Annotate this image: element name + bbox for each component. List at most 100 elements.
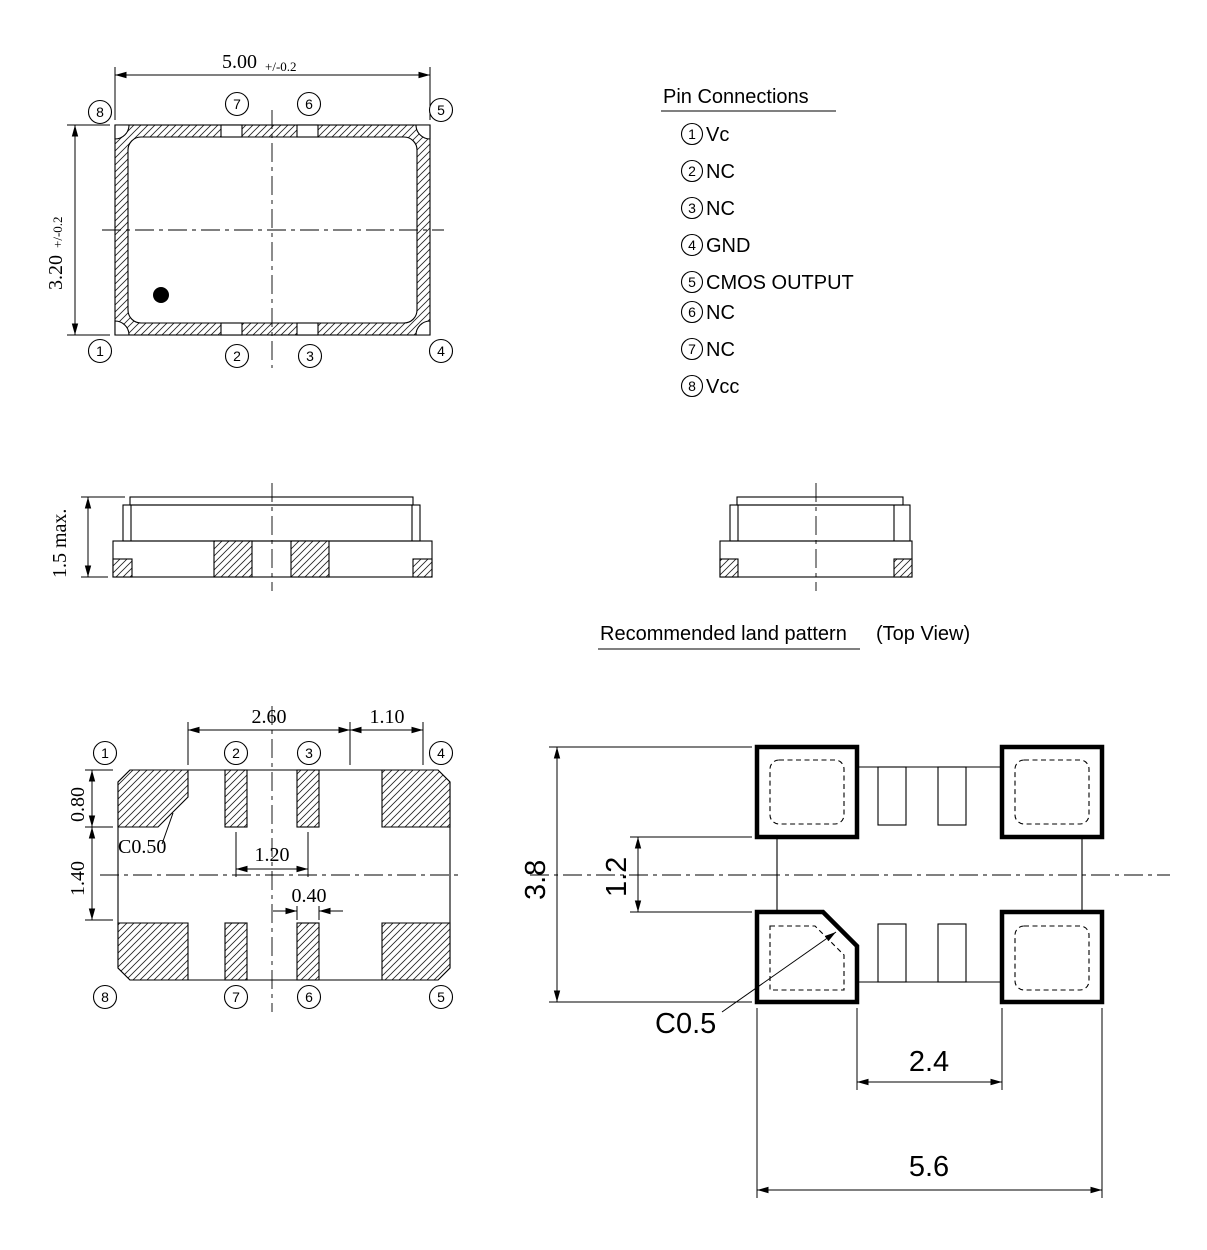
pad-8: [117, 922, 189, 981]
svg-text:1: 1: [688, 126, 696, 142]
land-chamfer-value: C0.5: [655, 1008, 716, 1040]
land-chamfer-callout: C0.5: [655, 931, 837, 1040]
pad-2: [224, 769, 248, 828]
svg-text:5: 5: [437, 989, 445, 1005]
dim-pad-length-value: 0.80: [67, 787, 89, 822]
dim-height: 3.20+/-0.2: [45, 124, 110, 336]
svg-text:8: 8: [96, 104, 104, 120]
nc-pad-outline: [937, 766, 967, 826]
pin-callout-6: 6: [296, 91, 322, 117]
pad-3: [296, 769, 320, 828]
svg-text:3: 3: [306, 348, 314, 364]
pin-callout-2: 2: [224, 343, 250, 369]
side-pad: [412, 558, 433, 578]
svg-text:5: 5: [437, 102, 445, 118]
nc-pad-outline: [877, 923, 907, 983]
side-pad: [112, 558, 133, 578]
chamfer-value: C0.50: [118, 836, 166, 858]
svg-text:7: 7: [688, 341, 696, 357]
land-pad-top-left: [754, 744, 860, 840]
pin-callout-5: 5: [428, 97, 454, 123]
pin-callout-3: 3: [296, 740, 322, 766]
top-view: 5.00+/-0.2 3.20+/-0.2 8 7 6 5 1: [45, 51, 454, 369]
svg-text:NC: NC: [706, 161, 735, 183]
svg-text:2: 2: [232, 745, 240, 761]
svg-text:CMOS OUTPUT: CMOS OUTPUT: [706, 272, 854, 294]
dim-width-value: 5.00+/-0.2: [222, 51, 297, 74]
dim-pad-pitch-value: 2.60: [252, 706, 287, 728]
nc-pad-outline: [937, 923, 967, 983]
svg-text:Vc: Vc: [706, 124, 729, 146]
pin-connection-item-4: 4 GND: [680, 233, 750, 257]
pin-connection-item-5: 5 CMOS OUTPUT: [680, 270, 854, 294]
side-view-end: [719, 483, 913, 591]
svg-text:3: 3: [305, 745, 313, 761]
svg-text:1: 1: [96, 343, 104, 359]
side-pad: [893, 558, 913, 578]
dim-width: 5.00+/-0.2: [114, 51, 431, 120]
dim-row-gap: 1.40: [67, 827, 113, 921]
dim-overall-width-value: 5.6: [909, 1151, 949, 1183]
dim-pad-width: 0.40: [273, 885, 343, 920]
pin-connection-item-6: 6 NC: [680, 300, 735, 324]
nc-pad-outline: [877, 766, 907, 826]
svg-text:2: 2: [688, 163, 696, 179]
body-profile: [122, 504, 421, 542]
dim-pattern-height-value: 3.8: [520, 860, 552, 900]
dim-corner-pad: 1.10: [350, 706, 424, 765]
pin-callout-1: 1: [92, 740, 118, 766]
pin-callout-3: 3: [297, 343, 323, 369]
pin-callout-7: 7: [223, 984, 249, 1010]
land-pad-bottom-right: [999, 909, 1105, 1005]
svg-text:4: 4: [688, 237, 696, 253]
dim-inner-span-value: 2.4: [909, 1046, 949, 1078]
pin1-marker-dot: [153, 287, 169, 303]
base-profile: [112, 540, 433, 578]
svg-text:6: 6: [305, 989, 313, 1005]
svg-text:Vcc: Vcc: [706, 376, 739, 398]
edge-notch: [220, 322, 243, 336]
land-pattern-heading: Recommended land pattern (Top View): [598, 623, 970, 650]
pin-connection-item-3: 3 NC: [680, 196, 735, 220]
edge-notch: [220, 124, 243, 138]
svg-text:4: 4: [437, 745, 445, 761]
pad-7: [224, 922, 248, 981]
pin-callout-4: 4: [428, 740, 454, 766]
svg-text:7: 7: [232, 989, 240, 1005]
pin-callout-8: 8: [92, 984, 118, 1010]
dim-thickness-value: 1.5 max.: [49, 509, 71, 578]
svg-text:8: 8: [101, 989, 109, 1005]
dim-pad-gap: 1.2: [601, 836, 752, 913]
pin-callout-5: 5: [428, 984, 454, 1010]
bottom-view: 2.60 1.10 0.80 1.40 C0.50 1.20: [67, 706, 460, 1012]
dim-pad-pitch: 2.60: [187, 706, 351, 765]
castellation-corner: [415, 320, 431, 336]
dim-row-gap-value: 1.40: [67, 861, 89, 896]
package-pad-dashed: [1014, 925, 1090, 991]
dim-corner-pad-value: 1.10: [370, 706, 405, 728]
dim-overall-width: 5.6: [756, 1008, 1103, 1198]
chamfer-callout: C0.50: [118, 812, 174, 858]
lid-profile: [129, 496, 414, 506]
svg-text:2: 2: [233, 348, 241, 364]
side-pad: [719, 558, 739, 578]
svg-text:GND: GND: [706, 235, 750, 257]
dim-inner-span: 2.4: [856, 1008, 1003, 1090]
pin-callout-6: 6: [296, 984, 322, 1010]
svg-text:NC: NC: [706, 339, 735, 361]
svg-text:3: 3: [688, 200, 696, 216]
dim-pad-length: 0.80: [67, 769, 113, 828]
svg-text:NC: NC: [706, 198, 735, 220]
package-pad-dashed: [769, 759, 845, 825]
dim-thickness: 1.5 max.: [49, 496, 125, 578]
land-pattern-title: Recommended land pattern: [600, 623, 847, 645]
side-pad: [213, 540, 253, 578]
edge-notch: [296, 322, 319, 336]
pad-6: [296, 922, 320, 981]
svg-text:8: 8: [688, 378, 696, 394]
pin-connections: Pin Connections 1 Vc 2 NC 3 NC 4 GND 5 C…: [661, 86, 854, 398]
side-view-front: 1.5 max.: [49, 483, 433, 591]
castellation-corner: [114, 124, 130, 140]
svg-text:6: 6: [305, 96, 313, 112]
